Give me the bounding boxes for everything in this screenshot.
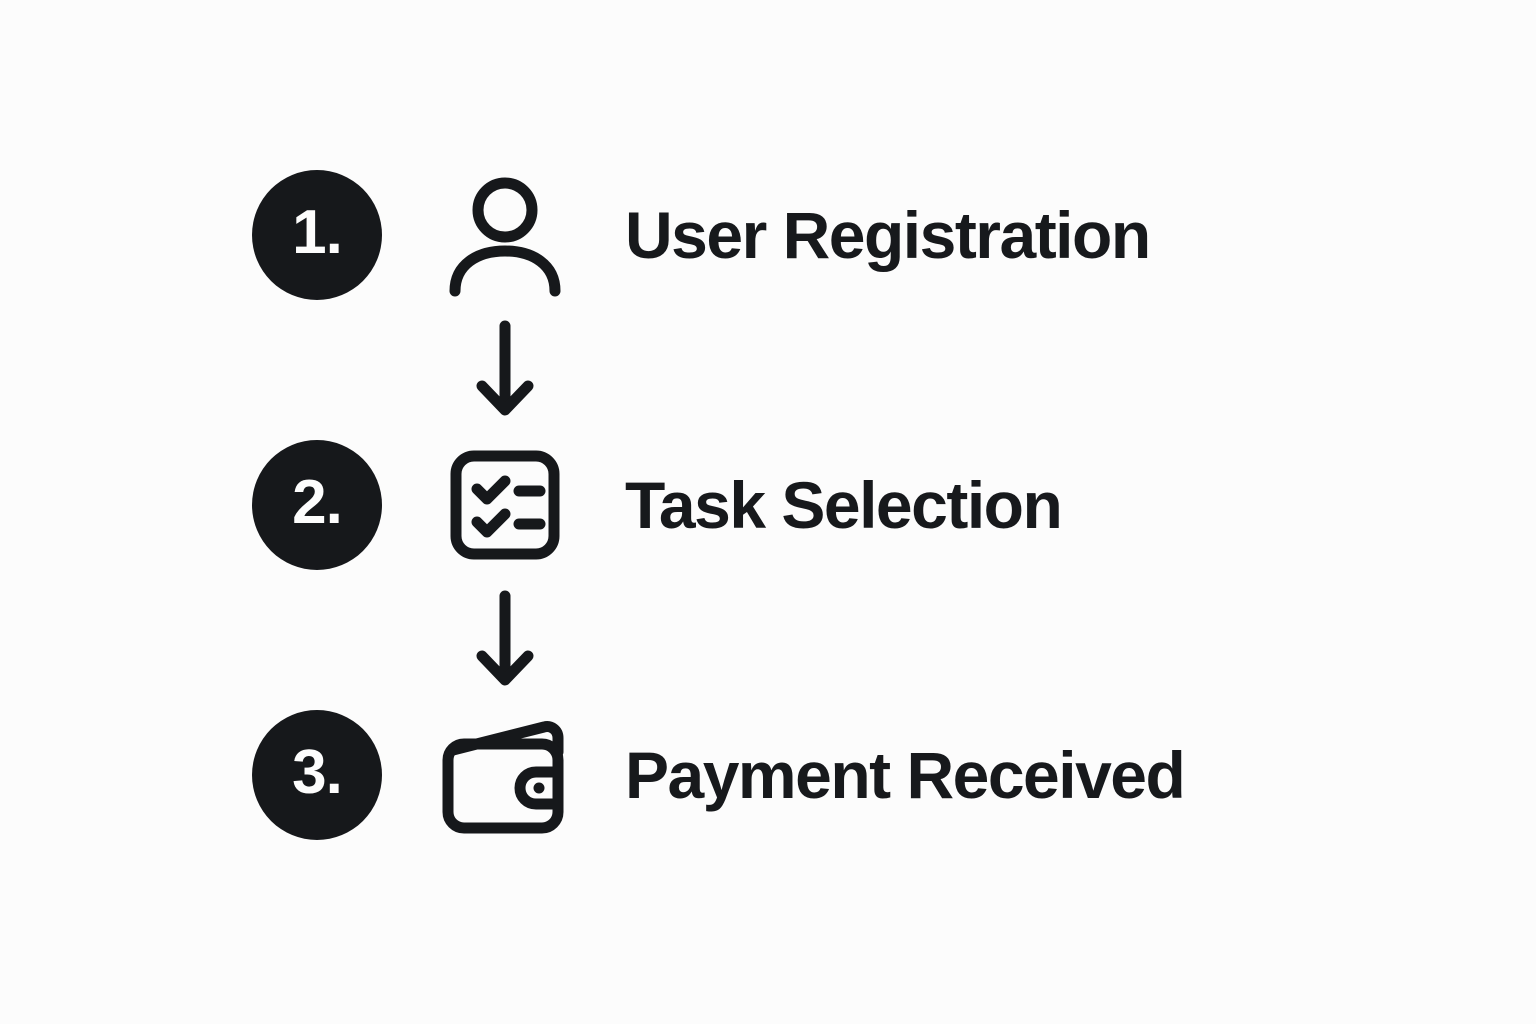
step-row-1[interactable]: 1. User Registration <box>0 165 1536 305</box>
arrow-down-icon-2 <box>440 590 570 690</box>
step-number-badge-1: 1. <box>252 170 382 300</box>
step-label-2: Task Selection <box>625 468 1063 542</box>
user-icon <box>440 170 570 300</box>
arrow-down-icon-1 <box>440 320 570 420</box>
step-number-badge-2: 2. <box>252 440 382 570</box>
step-number-label-1: 1. <box>292 198 343 267</box>
step-row-2[interactable]: 2. Task Selection <box>0 435 1536 575</box>
step-number-label-2: 2. <box>292 468 343 537</box>
step-label-3: Payment Received <box>625 738 1186 812</box>
step-row-3[interactable]: 3. Payment Received <box>0 705 1536 845</box>
step-number-label-3: 3. <box>292 738 343 807</box>
step-label-1: User Registration <box>625 198 1151 272</box>
wallet-icon <box>440 710 570 840</box>
step-number-badge-3: 3. <box>252 710 382 840</box>
checklist-icon <box>440 440 570 570</box>
